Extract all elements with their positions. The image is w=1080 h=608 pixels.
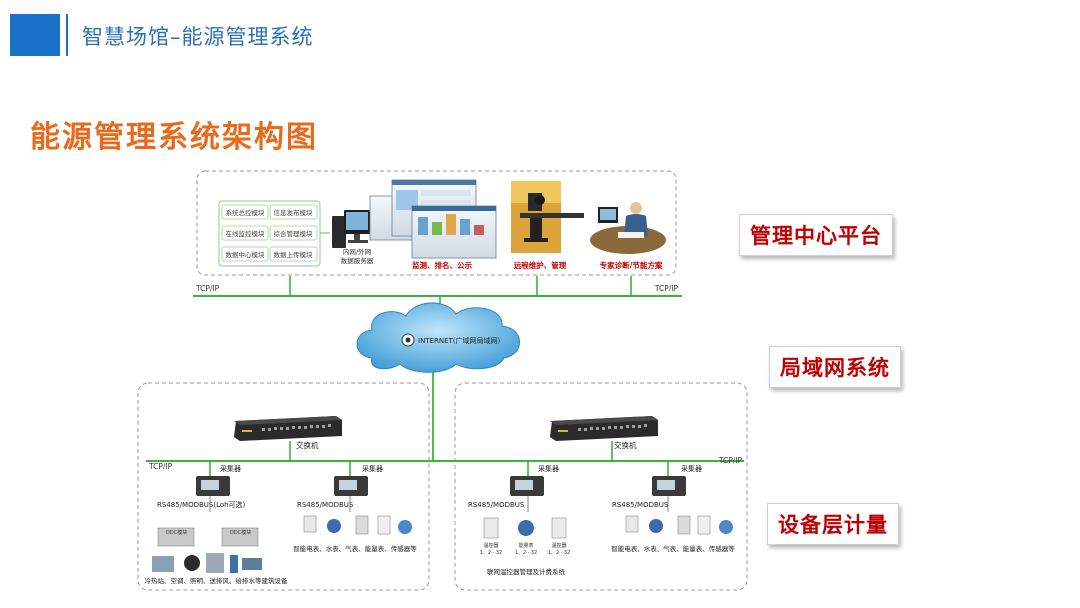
caption-monitor: 监测、排名、公示 xyxy=(412,260,472,270)
meter-sub-label: 1、2···32 xyxy=(548,550,571,556)
page-title: 能源管理系统架构图 xyxy=(30,120,318,155)
layer-label-network: 局域网系统 xyxy=(769,346,901,388)
tcpip-label-lower-left: TCP/IP xyxy=(148,462,173,471)
remote-maintenance-photo xyxy=(511,181,584,253)
module-label: 在线监控模块 xyxy=(226,229,266,238)
collector-label: 采集器 xyxy=(220,464,241,473)
header-title: 智慧场馆–能源管理系统 xyxy=(82,25,314,49)
meter-label: 温控器 xyxy=(551,542,566,549)
meter-label: 能量表 xyxy=(518,542,533,549)
expert-diagnosis-photo xyxy=(590,202,666,254)
module-label: 数据上传模块 xyxy=(274,250,314,259)
meter-sub-label: 1、2···32 xyxy=(515,550,538,556)
meter-icons-right xyxy=(625,515,733,535)
layer-label-management: 管理中心平台 xyxy=(739,214,893,256)
tcpip-label-lower-right: TCP/IP xyxy=(718,456,743,465)
collector-icon xyxy=(196,476,686,496)
rs485-label: RS485/MODBUS xyxy=(297,501,354,509)
server-label-line1: 内网/外网 xyxy=(343,247,371,256)
tcpip-label-left: TCP/IP xyxy=(195,284,220,293)
rs485-label: RS485/MODBUS(Loh可选) xyxy=(157,500,246,509)
left-caption-a: 冷热站、空调、照明、送排风、给排水等建筑设备 xyxy=(145,576,289,585)
caption-expert: 专家诊断/节能方案 xyxy=(600,260,663,270)
collector-label: 采集器 xyxy=(538,464,559,473)
ddc-module-icon xyxy=(157,527,259,547)
server-label-line2: 数据服务器 xyxy=(341,256,374,265)
collector-label: 采集器 xyxy=(681,464,702,473)
building-equipment-icons xyxy=(152,553,262,573)
left-device-group xyxy=(137,382,430,591)
meter-label: 温控器 xyxy=(483,542,498,549)
switch-right-label: 交换机 xyxy=(614,440,637,450)
switch-left-label: 交换机 xyxy=(296,440,319,450)
layer-label-device: 设备层计量 xyxy=(767,503,899,545)
right-device-group xyxy=(454,382,748,591)
rs485-label: RS485/MODBUS xyxy=(612,501,669,509)
thermostat-icons xyxy=(483,517,567,539)
header-accent-block xyxy=(10,14,60,56)
module-label: 信息发布模块 xyxy=(274,208,314,217)
monitoring-screens-icon xyxy=(369,179,497,259)
rs485-label: RS485/MODBUS xyxy=(468,501,525,509)
ddc-label: DDC模块 xyxy=(230,529,251,536)
module-label: 数据中心模块 xyxy=(226,250,266,259)
right-caption-b: 智能电表、水表、气表、能量表、传感器等 xyxy=(611,544,735,553)
left-caption-b: 智能电表、水表、气表、能量表、传感器等 xyxy=(293,544,417,553)
tcpip-label-right: TCP/IP xyxy=(654,284,679,293)
module-grid xyxy=(221,204,318,262)
meter-sub-label: 1、2···32 xyxy=(480,550,503,556)
ddc-label: DDC模块 xyxy=(166,529,187,536)
collector-label: 采集器 xyxy=(362,464,383,473)
header-divider xyxy=(66,14,68,56)
switch-right-icon xyxy=(550,416,658,441)
server-computer-icon xyxy=(332,210,370,248)
module-label: 系统总控模块 xyxy=(226,208,266,217)
right-caption-a: 联网温控器管理及计费系统 xyxy=(487,567,566,576)
switch-left-icon xyxy=(234,416,342,441)
module-label: 综合管理模块 xyxy=(274,229,314,238)
internet-cloud-icon xyxy=(356,302,520,373)
meter-icons-left xyxy=(303,515,412,535)
internet-label: INTERNET(广域网局域网) xyxy=(418,336,501,345)
caption-remote: 远程维护、管理 xyxy=(514,260,567,270)
